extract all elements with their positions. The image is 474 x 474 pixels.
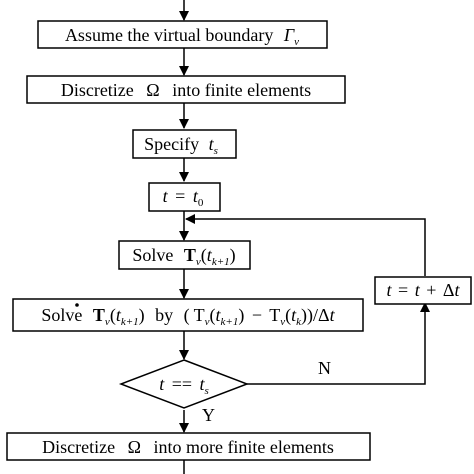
svg-text:Discretize Ω into: Discretize Ω into finite elements [61, 80, 311, 100]
svg-text:Solve Tv(tk+1) by: Solve Tv(tk+1) by (Tv(tk+1) − Tv(tk))/Δt [41, 305, 335, 328]
sidebox-delta: Δ [443, 280, 455, 300]
step1-text: Assume the virtual boundary [65, 25, 273, 45]
step4-sub: 0 [198, 197, 204, 209]
decision-rhs: t [200, 374, 206, 394]
step5-arg: t [207, 245, 213, 265]
step-init-time: t = t0 [148, 182, 221, 212]
step6-dvar: t [330, 305, 336, 325]
step2-symbol: Ω [146, 80, 159, 100]
step6-pre: Solve [41, 305, 82, 325]
arrow-sidebox-loop [185, 214, 426, 276]
step-discretize: Discretize Ω into finite elements [26, 75, 346, 104]
svg-text:Solve Tv(tk+1): Solve Tv(tk+1) [132, 245, 235, 268]
step6-t2: T [269, 305, 280, 325]
step6-func-sub: v [105, 316, 110, 328]
svg-text:t = t +: t = t + Δt [387, 280, 461, 300]
step2-post: into finite elements [172, 80, 311, 100]
step6-open: ( [184, 305, 190, 326]
step5-func-sub: v [196, 256, 201, 268]
step-specify: Specify ts [132, 129, 237, 159]
step5-arg-open: ( [201, 245, 207, 266]
step-discretize-more-box [6, 432, 371, 461]
step6-minus: − [252, 305, 262, 325]
step6-t1-arg-sub: k+1 [221, 316, 239, 328]
step6-t2-sub: v [280, 316, 285, 328]
step-solve-derivative-box [12, 298, 364, 332]
sidebox-rhs: t [415, 280, 421, 300]
step-increment-time: t = t + Δt [374, 276, 472, 305]
connectors [179, 0, 430, 474]
step6-by: by [155, 305, 173, 325]
decision-lhs: t [159, 374, 165, 394]
step1-symbol: Γ [283, 25, 295, 45]
step6-t1: T [194, 305, 205, 325]
step2-pre: Discretize [61, 80, 134, 100]
step6-derivative-dot [75, 303, 79, 307]
step4-eq: = [175, 186, 185, 206]
step-assume-boundary: Assume the virtual boundary Γv [37, 20, 328, 49]
branch-label-no: N [318, 358, 331, 378]
step6-t2-arg: t [291, 305, 297, 325]
step-solve-derivative: Solve Tv(tk+1) by (Tv(tk+1) − Tv(tk))/Δt [12, 298, 364, 332]
decision-diamond [118, 359, 250, 409]
decision-time-check: t == ts [118, 359, 250, 409]
decision-op: == [172, 374, 192, 394]
svg-text:Assume the virtual boundary: Assume the virtual boundary Γv [65, 25, 299, 48]
svg-text:Specify ts: Specify ts [144, 134, 218, 157]
arrow-decision-to-sidebox [247, 302, 430, 385]
step3-sub: s [214, 145, 218, 157]
step6-t1-sub: v [205, 316, 210, 328]
step4-lhs: t [163, 186, 169, 206]
step6-delta: Δ [318, 305, 330, 325]
step-assume-boundary-box [37, 20, 328, 49]
step-discretize-more: Discretize Ω into more finite elements [6, 432, 371, 461]
step-solve-tv-box [118, 240, 251, 270]
branch-label-yes: Y [202, 405, 215, 425]
step-specify-box [132, 129, 237, 159]
sidebox-plus: + [426, 280, 436, 300]
step6-t1-arg: t [216, 305, 222, 325]
step4-rhs: t [193, 186, 199, 206]
step-increment-time-box [374, 276, 472, 305]
step5-arg-close: ) [230, 245, 236, 266]
step5-pre: Solve [132, 245, 173, 265]
svg-text:t == ts: t == ts [159, 374, 209, 397]
svg-text:Discretize Ω into: Discretize Ω into more finite elements [42, 437, 334, 457]
step3-pre: Specify [144, 134, 199, 154]
sidebox-lhs: t [387, 280, 393, 300]
step6-t2-arg-sub: k [296, 316, 302, 328]
step6-arg-sub: k+1 [121, 316, 139, 328]
step7-symbol: Ω [128, 437, 141, 457]
step5-arg-sub: k+1 [212, 256, 230, 268]
svg-text:t = t0: t = t0 [163, 186, 204, 209]
step-discretize-box [26, 75, 346, 104]
sidebox-eq: = [398, 280, 408, 300]
step6-close: )) [301, 305, 313, 326]
step6-div: / [313, 305, 318, 325]
step-init-time-box [148, 182, 221, 212]
step1-sub: v [294, 36, 299, 48]
decision-sub: s [205, 385, 209, 397]
step6-func: T [93, 305, 105, 325]
step7-post: into more finite elements [153, 437, 333, 457]
step6-arg: t [116, 305, 122, 325]
sidebox-dvar: t [454, 280, 460, 300]
step5-func: T [184, 245, 196, 265]
step3-var: t [209, 134, 215, 154]
step7-pre: Discretize [42, 437, 115, 457]
step-solve-tv: Solve Tv(tk+1) [118, 240, 251, 270]
